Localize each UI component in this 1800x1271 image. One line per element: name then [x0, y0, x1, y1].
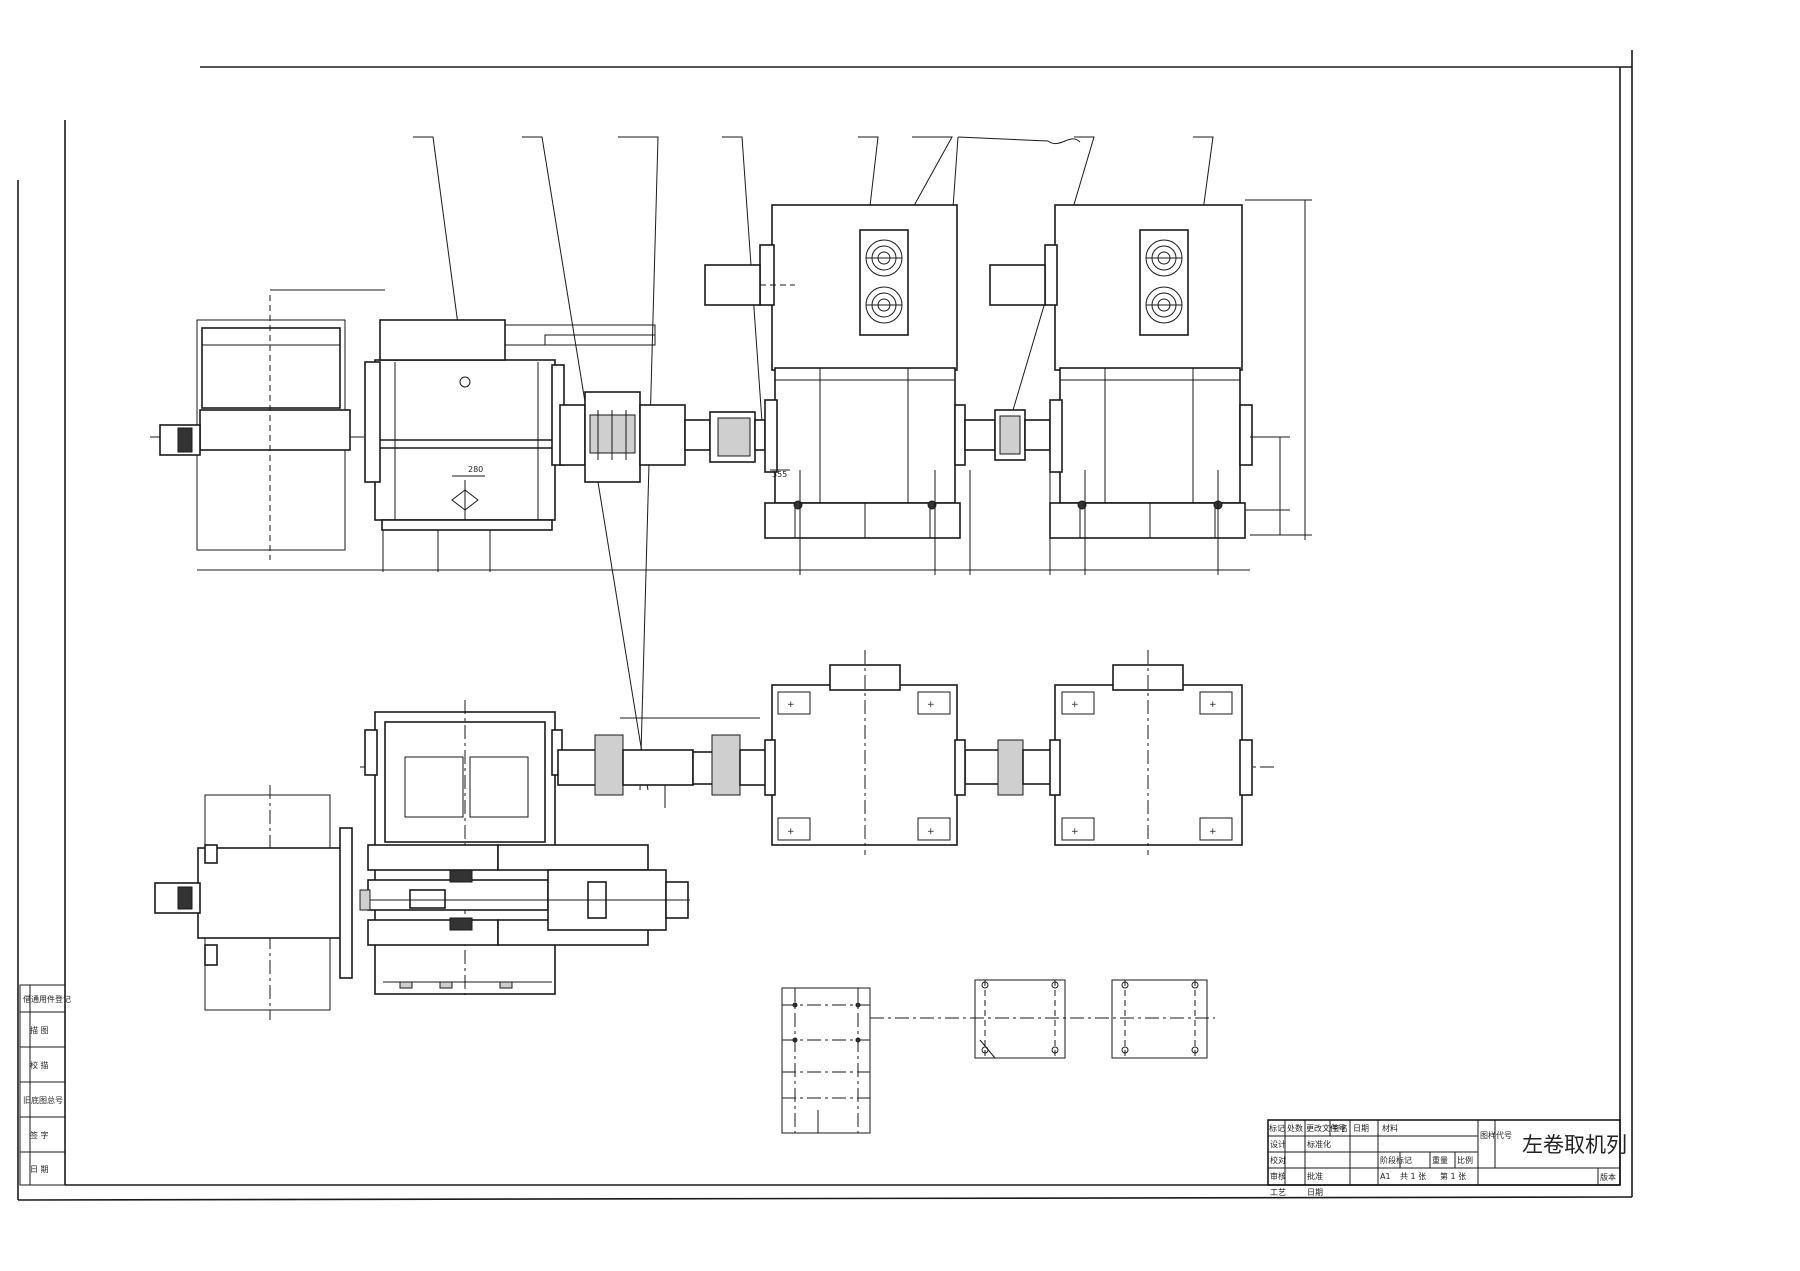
motor-2	[989, 204, 1253, 539]
svg-text:+: +	[1071, 827, 1079, 837]
tb-design: 设计	[1270, 1139, 1286, 1149]
plan-view: + + + + + + + +	[154, 650, 1275, 1020]
stamp-reg: 借通用件登记	[23, 994, 71, 1004]
svg-text:+: +	[927, 700, 935, 710]
dim-280-label: 280	[468, 465, 483, 474]
dim-355-label: 355	[772, 470, 787, 479]
tb-sign: 签名	[1332, 1123, 1348, 1133]
coiler-gearbox: 280	[364, 319, 656, 572]
plan-cylinders	[359, 844, 690, 946]
svg-text:+: +	[927, 827, 935, 837]
tb-date-label: 日期	[1307, 1188, 1323, 1197]
plan-motor-1: + + + +	[764, 650, 966, 855]
tb-sheet-total: 共 1 张	[1400, 1172, 1426, 1181]
svg-text:+: +	[1209, 827, 1217, 837]
tb-review: 审核	[1270, 1171, 1286, 1181]
tb-stage: 阶段标记	[1380, 1155, 1412, 1165]
tb-date: 日期	[1353, 1124, 1369, 1133]
drawing-title: 左卷取机列	[1522, 1133, 1627, 1157]
svg-text:+: +	[787, 700, 795, 710]
stamp-sign: 签 字	[30, 1130, 49, 1140]
tb-scale: 比例	[1457, 1155, 1473, 1165]
coupling-1	[559, 391, 766, 483]
stamp-date: 日 期	[30, 1165, 49, 1174]
tb-checker: 校对	[1270, 1155, 1286, 1165]
tb-sheet-size: A1	[1380, 1172, 1391, 1181]
tb-sheet-no: 第 1 张	[1440, 1171, 1466, 1181]
tb-standardization: 标准化	[1307, 1139, 1331, 1149]
side-stamp: 借通用件登记 描 图 校 描 旧底图总号 签 字 日 期	[19, 984, 71, 1186]
svg-text:+: +	[787, 827, 795, 837]
elevation-dimensions	[197, 199, 1312, 575]
motor-1: 355	[704, 204, 966, 539]
tb-count: 处数	[1287, 1123, 1303, 1133]
foundation-plan	[781, 979, 1215, 1134]
title-block: 标记 处数 更改文件号 签名 日期 材料 设计 标准化 校对 阶段标记 重量 比…	[1267, 1119, 1627, 1197]
tb-process: 工艺	[1270, 1188, 1286, 1197]
tb-weight: 重量	[1432, 1155, 1448, 1165]
plan-motor-2: + + + +	[1049, 650, 1253, 855]
plan-drum	[154, 785, 353, 1020]
plan-couplings	[557, 717, 1052, 808]
coiler-drum	[159, 289, 385, 571]
svg-text:+: +	[1071, 700, 1079, 710]
tb-approve: 批准	[1307, 1171, 1323, 1181]
elevation-view: 280	[150, 199, 1312, 575]
tb-material: 材料	[1382, 1123, 1398, 1133]
tb-mark: 标记	[1269, 1123, 1285, 1133]
svg-text:+: +	[1209, 700, 1217, 710]
tb-drawing-no: 图样代号	[1480, 1130, 1512, 1140]
tb-version: 版本	[1600, 1172, 1616, 1182]
stamp-trace: 描 图	[30, 1025, 49, 1035]
drawing-frame	[17, 50, 1633, 1201]
tb-change-no: 更改文件号	[1306, 1123, 1346, 1133]
coupling-2	[964, 409, 1051, 461]
stamp-check: 校 描	[30, 1060, 49, 1070]
stamp-old-no: 旧底图总号	[23, 1095, 63, 1105]
